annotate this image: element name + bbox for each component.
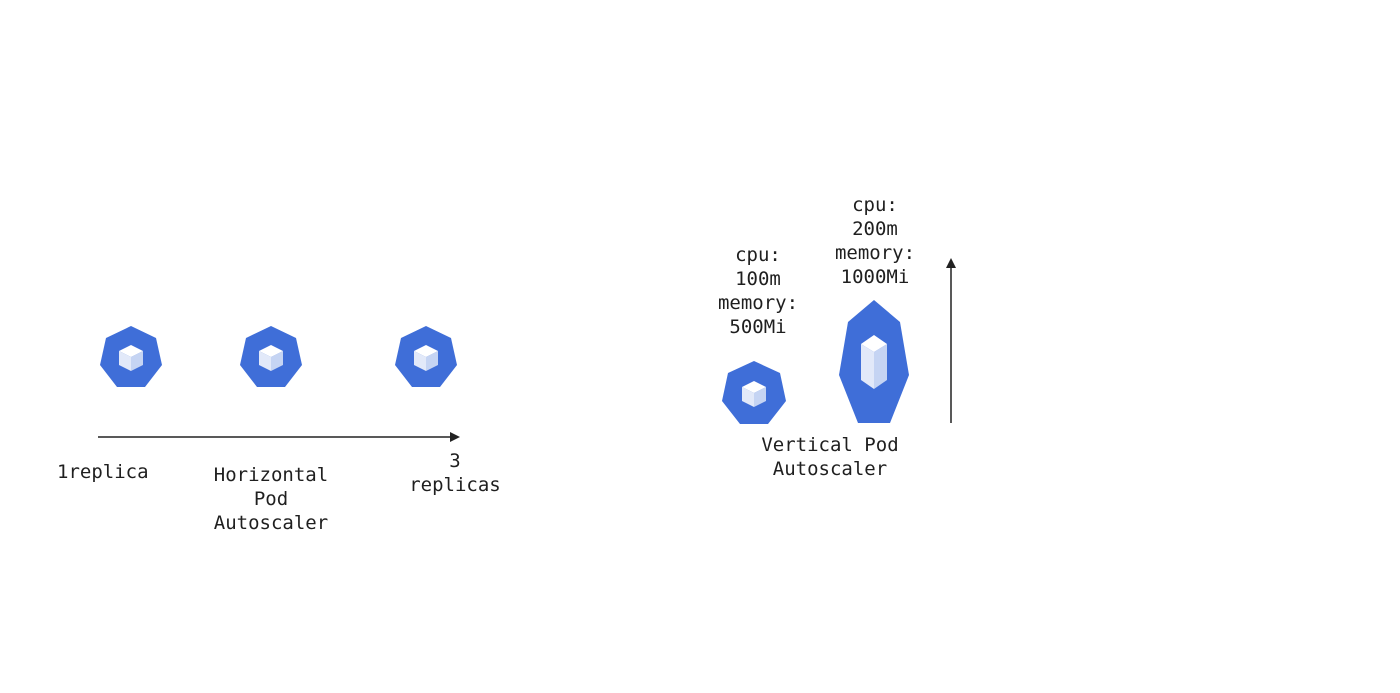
vertical-large-pod-icon xyxy=(839,300,909,423)
start-replica-label: 1replica xyxy=(57,461,149,483)
horizontal-pod-3-icon xyxy=(395,326,457,387)
vertical-pod-autoscaler-title: Vertical Pod Autoscaler xyxy=(761,434,899,480)
vertical-small-pod-icon xyxy=(722,361,786,424)
small-pod-resources-label: cpu: 100m memory: 500Mi xyxy=(717,244,799,338)
large-pod-resources-label: cpu: 200m memory: 1000Mi xyxy=(834,194,916,288)
horizontal-pod-1-icon xyxy=(100,326,162,387)
horizontal-pod-autoscaler-title: Horizontal Pod Autoscaler xyxy=(213,464,329,534)
end-replicas-label: 3 replicas xyxy=(409,450,501,496)
horizontal-pod-2-icon xyxy=(240,326,302,387)
